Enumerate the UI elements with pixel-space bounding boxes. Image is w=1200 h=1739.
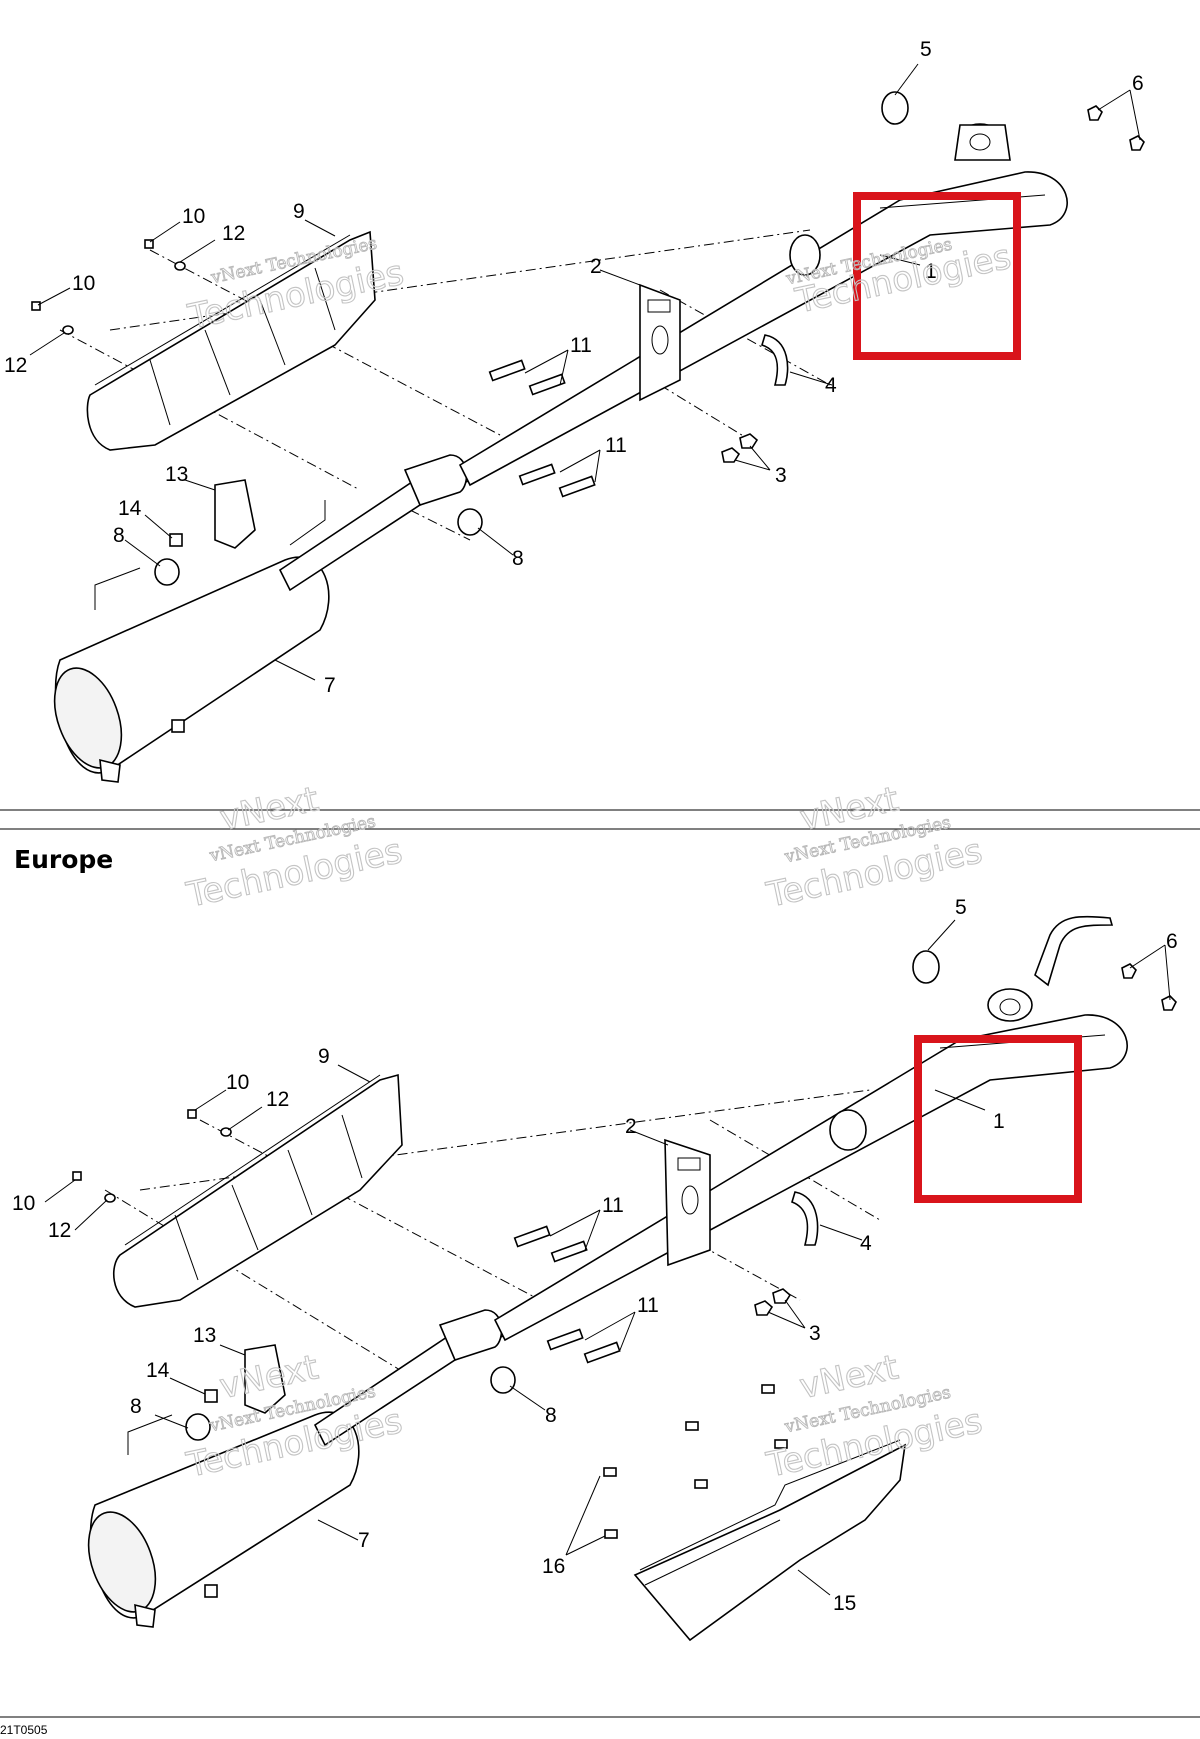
top-callout-7: 7 (324, 674, 336, 697)
assembly-axis-line (109, 229, 811, 331)
bottom-heatshield-axis-line-2 (199, 1119, 541, 1301)
bracket-axis-line (659, 289, 831, 386)
bottom-callout-11b: 11 (637, 1294, 659, 1317)
bottom-callout-12b: 12 (48, 1219, 71, 1242)
bottom-callout-11a: 11 (602, 1194, 624, 1217)
bottom-callout-10b: 10 (12, 1192, 35, 1215)
bottom-callout-8b: 8 (130, 1395, 142, 1418)
bottom-callout-9: 9 (318, 1045, 330, 1068)
bottom-bracket-part-13 (244, 1344, 286, 1414)
bottom-callout-7: 7 (358, 1529, 370, 1552)
grommet-part-8a (457, 508, 483, 536)
top-callout-4: 4 (825, 374, 837, 397)
top-callout-5: 5 (920, 38, 932, 61)
bottom-nut-part-6b (1161, 995, 1177, 1011)
top-callout-12b: 12 (4, 354, 27, 377)
watermark-bottom-right: vNext vNext Technologies Technologies (762, 1347, 986, 1487)
nut-part-6a (1087, 105, 1103, 121)
bottom-heatshield-part-9 (113, 1073, 403, 1308)
highlight-box-top (853, 192, 1021, 360)
bottom-grommet-part-8a (490, 1366, 516, 1394)
screw-part-10b (31, 301, 41, 311)
bottom-callout-8a: 8 (545, 1404, 557, 1427)
top-callout-9: 9 (293, 200, 305, 223)
top-callout-2: 2 (590, 255, 602, 278)
top-callout-10b: 10 (72, 272, 95, 295)
top-callout-8a: 8 (512, 547, 524, 570)
bottom-callout-12a: 12 (266, 1088, 289, 1111)
washer-part-12b (62, 325, 74, 335)
bottom-screw-part-10b (72, 1171, 82, 1181)
grommet-part-8b (154, 558, 180, 586)
heatshield-axis-line-2 (149, 249, 501, 436)
bottom-exhaust-pipe-part-1 (313, 915, 1128, 1447)
bottom-hose-part-4 (791, 1191, 819, 1246)
watermark-mid-left: vNext vNext Technologies Technologies (182, 779, 406, 917)
bottom-callout-15: 15 (833, 1592, 856, 1615)
highlight-box-bottom (914, 1035, 1082, 1203)
washer-part-12a (174, 261, 186, 271)
bolt-part-14 (169, 533, 183, 547)
bottom-washer-part-12b (104, 1193, 116, 1203)
top-callout-10a: 10 (182, 205, 205, 228)
skid-plate-part-15 (633, 1439, 907, 1642)
bottom-gasket-part-5 (912, 950, 940, 984)
bottom-bolt-part-14 (204, 1389, 218, 1403)
bracket-part-2 (639, 283, 681, 402)
bottom-nut-part-6a (1121, 963, 1137, 979)
bottom-springs-part-11 (513, 1225, 621, 1364)
bottom-callout-5: 5 (955, 896, 967, 919)
heatshield-part-9 (86, 230, 376, 451)
bottom-callout-6: 6 (1166, 930, 1178, 953)
nut-part-6b (1129, 135, 1145, 151)
gasket-part-5 (881, 91, 909, 125)
section-title-europe: Europe (14, 845, 113, 874)
bottom-clamp-part (829, 1109, 867, 1151)
figure-code: 21T0505 (0, 1723, 48, 1737)
bolts-part-3 (721, 433, 759, 463)
bottom-heatshield-axis-line (104, 1189, 401, 1371)
top-callout-14: 14 (118, 497, 142, 520)
clamp-part-top (789, 234, 821, 276)
watermark-bottom-left: vNext vNext Technologies Technologies (182, 1347, 406, 1487)
bottom-callout-10a: 10 (226, 1071, 249, 1094)
bottom-muffler-part-7 (87, 1411, 360, 1628)
springs-part-11 (488, 359, 596, 498)
bottom-callout-2: 2 (625, 1115, 637, 1138)
clips-part-16 (603, 1384, 788, 1539)
hose-part-4 (761, 334, 789, 386)
bottom-callout-4: 4 (860, 1232, 872, 1255)
exhaust-pipe-part-1 (278, 123, 1068, 592)
top-callout-13: 13 (165, 463, 188, 486)
bottom-diagram: 5 6 1 2 4 3 11 11 8 8 13 14 9 10 12 10 1… (12, 896, 1178, 1642)
bottom-callout-16: 16 (542, 1555, 565, 1578)
top-diagram: 5 6 1 2 4 3 11 11 8 8 13 14 9 10 12 10 1… (4, 38, 1145, 783)
grommet-axis-line (409, 509, 471, 541)
bottom-bracket-axis-line (709, 1119, 881, 1221)
top-callout-8b: 8 (113, 524, 125, 547)
screw-part-10a (144, 239, 154, 249)
bracket-axis-line-2 (659, 384, 751, 441)
muffler-part-7 (53, 500, 330, 783)
top-callout-3: 3 (775, 464, 787, 487)
top-leader-lines (29, 63, 1141, 681)
top-callout-6: 6 (1132, 72, 1144, 95)
bottom-callout-1: 1 (993, 1110, 1005, 1133)
bottom-bolts-part-3 (754, 1288, 792, 1316)
top-callout-11b: 11 (605, 434, 627, 457)
top-callout-12a: 12 (222, 222, 245, 245)
bracket-part-13 (214, 479, 256, 549)
bottom-callout-3: 3 (809, 1322, 821, 1345)
bottom-leader-lines (44, 919, 1171, 1596)
bottom-bracket-part-2 (664, 1138, 711, 1267)
bottom-callout-13: 13 (193, 1324, 216, 1347)
top-callout-11a: 11 (570, 334, 592, 357)
bottom-screw-part-10a (187, 1109, 197, 1119)
bottom-grommet-part-8b (185, 1413, 211, 1441)
top-callout-1: 1 (925, 260, 937, 283)
bottom-callout-14: 14 (146, 1359, 170, 1382)
watermark-mid-right: vNext vNext Technologies Technologies (762, 779, 986, 917)
